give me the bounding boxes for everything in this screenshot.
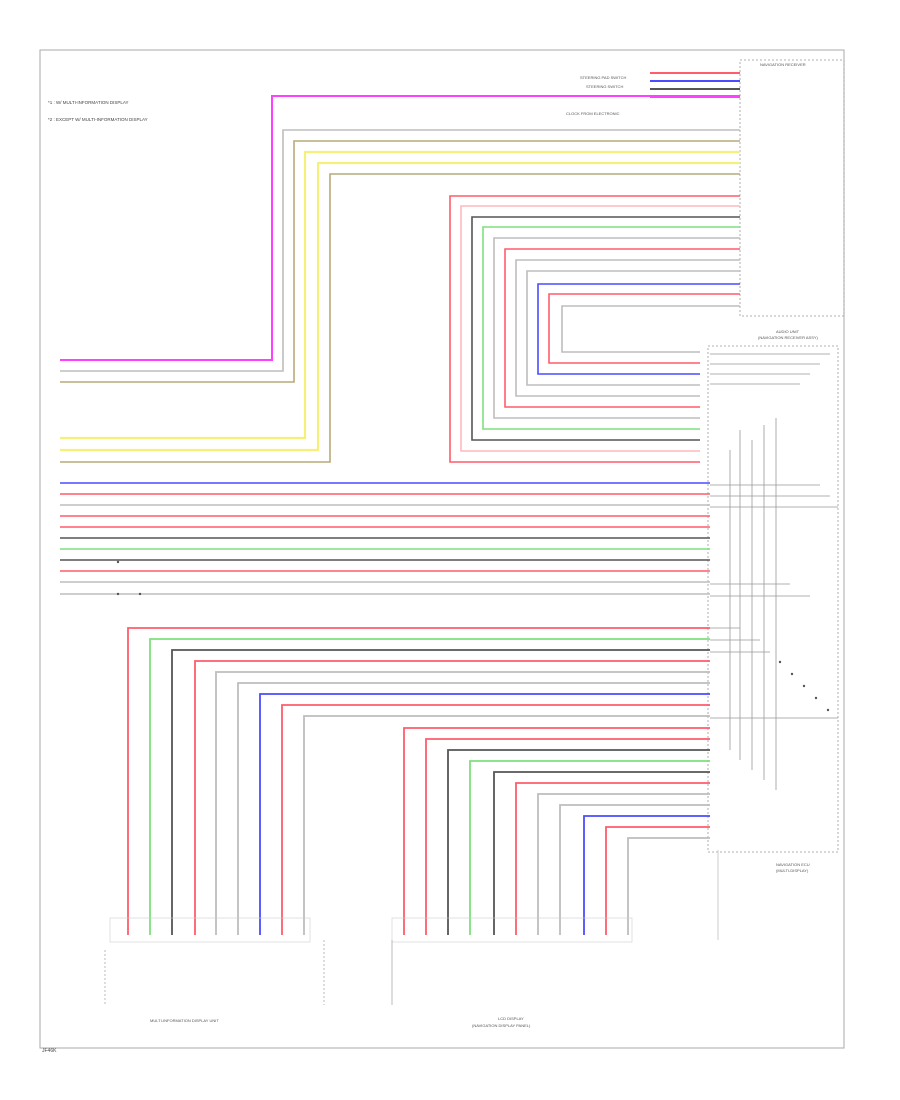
- wire-gray-1: [60, 129, 740, 372]
- bottom-right-connector: [391, 850, 719, 1005]
- note-2: *2 : EXCEPT W/ MULTI-INFORMATION DISPLAY: [48, 117, 148, 122]
- wire-tan-2: [60, 173, 740, 463]
- bottom-right-label-1: LCD DISPLAY: [498, 1016, 524, 1021]
- wire-yellow-2: [60, 161, 740, 452]
- audio-unit-leads: [710, 353, 838, 790]
- bottom-right-bundle: [403, 727, 710, 935]
- audio-unit-sublabel: (NAVIGATION RECEIVER ASSY): [758, 335, 819, 340]
- steering-pad-label: STEERING PAD SWITCH: [580, 75, 626, 80]
- bottom-left-label: MULTI-INFORMATION DISPLAY UNIT: [150, 1018, 219, 1023]
- wire-pink: [60, 95, 740, 361]
- shield-dots: [116, 560, 830, 712]
- bottom-left-connector: [104, 917, 325, 1005]
- bottom-right-label-2: (NAVIGATION DISPLAY PANEL): [472, 1023, 531, 1028]
- audio-unit-label: AUDIO UNIT: [776, 329, 800, 334]
- note-1: *1 : W/ MULTI-INFORMATION DISPLAY: [48, 100, 129, 105]
- nav-receiver-label: NAVIGATION RECEIVER: [760, 62, 806, 67]
- nav-receiver-box: [739, 59, 845, 317]
- nav-ecu-sublabel: (MULTI-DISPLAY): [776, 868, 809, 873]
- top-connector: [650, 72, 740, 98]
- wire-yellow-1: [60, 150, 740, 440]
- middle-bundle: [60, 482, 710, 595]
- bottom-left-bundle: [127, 627, 710, 935]
- wire-tan-1: [60, 140, 740, 383]
- clock-label: CLOCK FROM ELECTRONIC: [566, 111, 620, 116]
- footer-code: JF46K: [42, 1048, 57, 1054]
- audio-unit-box: [707, 345, 839, 853]
- diagram-frame: [39, 49, 845, 1049]
- loop-bundle: [449, 195, 740, 463]
- steering-switch-label: STEERING SWITCH: [586, 84, 623, 89]
- nav-ecu-label: NAVIGATION ECU: [776, 862, 810, 867]
